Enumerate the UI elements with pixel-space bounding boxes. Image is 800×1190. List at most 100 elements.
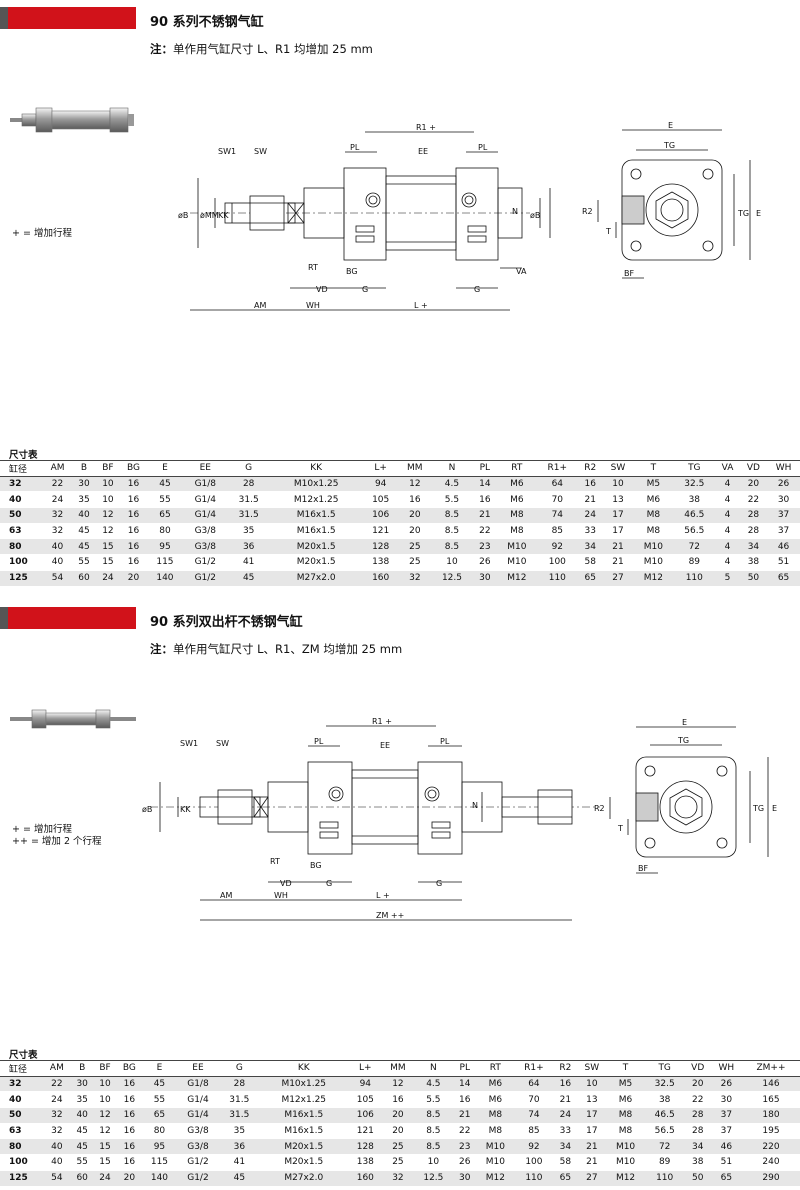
section2-legend-item: + = 增加行程 [12,824,72,835]
table-cell: 20 [409,510,421,521]
table-cell: 5 [724,573,731,584]
table-cell: M16x1.5 [284,1126,324,1137]
section2-end-bf-label: BF [638,864,648,873]
table-cell: 240 [762,1157,780,1168]
table-cell: M20x1.5 [296,541,336,552]
table-cell: M6 [646,494,661,505]
section1-dim-kk-label: KK [218,211,229,220]
table-cell: 13 [612,494,624,505]
table-cell: 110 [548,573,566,584]
table-cell-bore: 125 [9,573,28,584]
table-cell: M10 [507,557,527,568]
table-column-header: MM [398,460,432,477]
table-cell: 20 [747,479,760,490]
table-cell: 92 [528,1141,540,1152]
table-cell: M12 [485,1173,505,1184]
table-cell: 37 [777,526,790,537]
table-cell: 16 [127,557,140,568]
table-cell: 16 [127,494,140,505]
table-cell: 38 [691,1157,704,1168]
table-cell: 36 [242,541,255,552]
table-cell: 195 [762,1126,780,1137]
table-cell: 95 [153,1141,166,1152]
table-cell: 32 [51,1126,63,1137]
table-cell: M6 [510,479,524,490]
table-cell: 40 [51,541,64,552]
table-column-header: 缸径 [0,460,43,477]
table-cell: 46.5 [684,510,705,521]
table-column-header: E [147,460,183,477]
table-cell: G1/2 [187,1157,209,1168]
table-cell: 128 [356,1141,374,1152]
table-cell: M5 [646,479,661,490]
table-cell: M16x1.5 [296,510,336,521]
section1-header-bar-red [8,7,136,29]
table-cell: 35 [76,1094,88,1105]
table-cell: 37 [720,1126,733,1137]
table-cell: 12 [409,479,421,490]
table-cell: 65 [584,573,596,584]
table-cell: 12.5 [423,1173,444,1184]
table-cell: 110 [685,573,703,584]
table-cell: 220 [762,1141,780,1152]
table-cell: 8.5 [426,1141,441,1152]
table-column-header: ZM++ [741,1060,800,1077]
section2-title: 90 系列双出杆不锈钢气缸 [150,615,303,630]
table-column-header: VA [715,460,740,477]
table-cell-bore: 50 [9,1110,22,1121]
table-cell: 35 [78,494,90,505]
table-cell: 12 [99,1126,111,1137]
table-cell: M10x1.25 [281,1079,327,1090]
table-cell: 92 [551,541,564,552]
table-cell: 46 [720,1141,733,1152]
table-cell: 115 [150,1157,169,1168]
table-cell: 31.5 [229,1110,250,1121]
table-cell: 22 [479,526,491,537]
table-cell: 35 [233,1126,246,1137]
table-cell: 50 [691,1173,704,1184]
table-cell: 15 [102,557,114,568]
table-cell: 64 [528,1079,540,1090]
table-cell: 21 [584,494,596,505]
section1-dim-r1-label: R1 + [416,123,436,132]
table-cell: 27 [586,1173,598,1184]
table-cell: M8 [618,1126,633,1137]
table-cell: 4.5 [426,1079,441,1090]
table-cell: 94 [374,479,387,490]
table-cell: 26 [720,1079,733,1090]
table-cell: 16 [123,1141,136,1152]
section2-table-label: 尺寸表 [9,1050,38,1061]
table-column-header: T [633,460,674,477]
table-cell: 32.5 [654,1079,675,1090]
table-cell: 55 [159,494,171,505]
section1-dim-va-label: VA [516,267,527,276]
table-cell: 38 [688,494,701,505]
table-cell-bore: 63 [9,1126,22,1137]
table-cell: M8 [510,510,524,521]
section1-dim-sw-label: SW [254,147,267,156]
table-cell: 16 [392,1094,404,1105]
section1-dim-wh-label: WH [306,301,320,310]
table-cell-bore: 32 [9,479,22,490]
table-cell: 28 [242,479,255,490]
section1-product-photo [10,107,134,133]
table-cell: 5.5 [426,1094,441,1105]
table-cell: 34 [691,1141,704,1152]
section1-note-text: 单作用气缸尺寸 L、R1 均增加 25 mm [173,42,373,56]
table-cell: M10 [643,541,663,552]
table-cell: 72 [688,541,701,552]
section2-dim-b-label: øB [142,805,152,814]
table-cell: 38 [747,557,760,568]
table-cell: 180 [762,1110,780,1121]
table-cell: 40 [78,510,90,521]
table-column-header: L+ [362,460,399,477]
table-cell: 10 [612,479,624,490]
section1-note-prefix: 注： [150,42,173,56]
table-cell: G3/8 [194,541,217,552]
table-cell: 12 [102,510,114,521]
